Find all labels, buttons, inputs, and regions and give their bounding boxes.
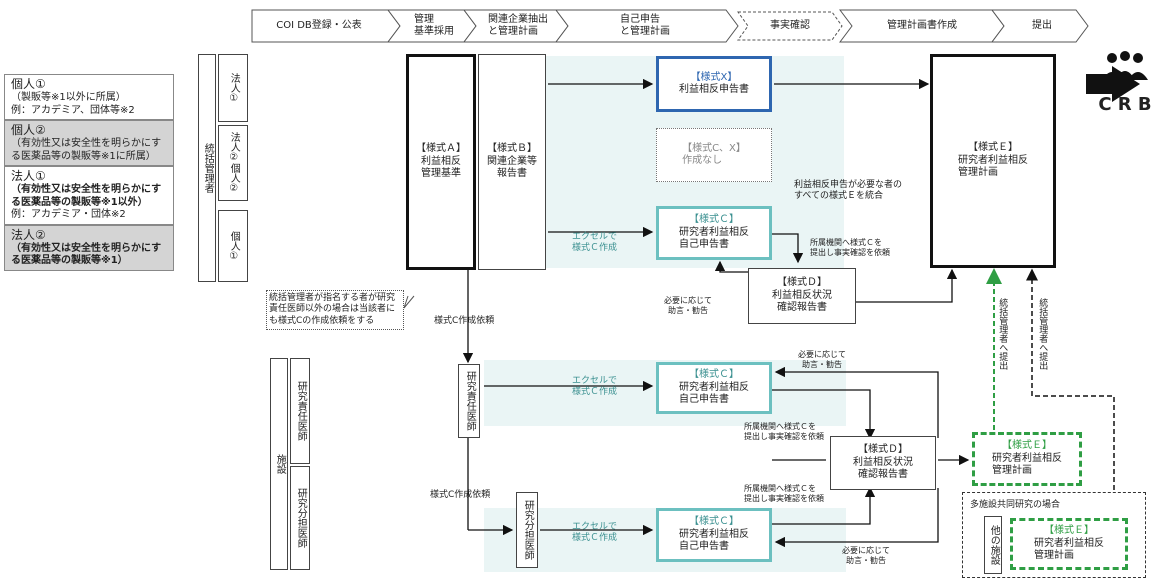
form-e-main: 【様式Ｅ】 研究者利益相反 管理計画	[930, 54, 1056, 268]
step-plan: 管理計画書作成	[887, 19, 957, 31]
tokatsu-label: 統括管理者	[198, 54, 216, 282]
form-d-top: 【様式Ｄ】 利益相反状況 確認報告書	[748, 268, 856, 324]
step-company: 関連企業抽出 と管理計画	[488, 13, 548, 38]
step-self-report: 自己申告 と管理計画	[620, 13, 670, 38]
callout-note: 統括管理者が指名する者が研究責任医師以外の場合は当該者にも様式Cの作成依頼をする	[266, 290, 404, 330]
form-a-body: 利益相反 管理基準	[421, 155, 461, 180]
to-manager-green: 統括管理者へ提出	[997, 298, 1008, 370]
step-standard: 管理 基準採用	[414, 13, 454, 38]
form-e-title: 【様式Ｅ】	[1002, 440, 1052, 452]
legend-title: 法人①	[11, 169, 46, 183]
kojin1-label: 個人①	[218, 210, 248, 282]
legend-body: （有効性又は安全性を明らかにする医薬品等の製販等※1）	[11, 242, 162, 267]
legend: 個人① （製販等※1以外に所属） 例：アカデミア、団体等※2 個人② （有効性又…	[4, 74, 174, 271]
form-e-title: 【様式Ｅ】	[968, 142, 1018, 154]
hojin1-label: 法人①	[218, 54, 248, 122]
legend-title: 個人①	[11, 77, 46, 91]
integrate-note: 利益相反申告が必要な者の すべての様式Ｅを統合	[794, 180, 903, 202]
form-x-box: 【様式X】 利益相反申告書	[656, 56, 772, 112]
form-e-body: 研究者利益相反 管理計画	[992, 452, 1062, 477]
form-c-bottom: 【様式Ｃ】 研究者利益相反 自己申告書	[656, 508, 772, 562]
sekinin-label: 研究責任医師	[290, 358, 310, 464]
step-coi-db: COI DB登録・公表	[276, 19, 362, 31]
form-e-body: 研究者利益相反 管理計画	[958, 154, 1028, 179]
crb-label: C R B	[1098, 94, 1152, 115]
form-d-body: 利益相反状況 確認報告書	[853, 456, 913, 481]
form-c-body: 研究者利益相反 自己申告書	[679, 381, 749, 406]
form-e-facility: 【様式Ｅ】 研究者利益相反 管理計画	[972, 432, 1082, 486]
submit-c-note-mid: 所属機関へ様式Ｃを 提出し事実確認を依頼	[744, 422, 824, 441]
hojin2-kojin2-label: 法人②個人②	[218, 125, 248, 201]
excel-note-top: エクセルで 様式Ｃ作成	[572, 232, 618, 254]
committee-icon	[1102, 51, 1148, 80]
excel-note-bottom: エクセルで 様式Ｃ作成	[572, 522, 618, 544]
request-note-bottom: 様式C作成依頼	[430, 490, 491, 500]
form-d-title: 【様式Ｄ】	[777, 277, 827, 289]
excel-note-mid: エクセルで 様式Ｃ作成	[572, 376, 618, 398]
form-d-body: 利益相反状況 確認報告書	[772, 289, 832, 314]
buntan-mid: 研究分担医師	[516, 492, 538, 568]
legend-body2: 例：アカデミア・団体※2	[11, 209, 126, 220]
submit-c-note-bottom: 所属機関へ様式Ｃを 提出し事実確認を依頼	[744, 484, 824, 503]
form-x-body: 利益相反申告書	[679, 84, 749, 95]
sekinin-mid: 研究責任医師	[458, 364, 480, 438]
multi-site-box	[962, 492, 1146, 578]
shisetsu-label: 施設	[270, 358, 288, 570]
legend-hojin2: 法人② （有効性又は安全性を明らかにする医薬品等の製販等※1）	[4, 224, 174, 271]
advice-note-top: 必要に応じて 助言・勧告	[664, 296, 712, 315]
step-submit: 提出	[1032, 19, 1052, 31]
legend-body: （有効性又は安全性を明らかにする医薬品等の製販等※1以外）	[11, 184, 162, 208]
form-c-mid: 【様式Ｃ】 研究者利益相反 自己申告書	[656, 362, 772, 414]
form-c-title: 【様式Ｃ】	[689, 214, 739, 226]
buntan-label: 研究分担医師	[290, 466, 310, 570]
to-manager-black: 統括管理者へ提出	[1037, 298, 1048, 370]
form-b-title: 【様式Ｂ】	[487, 143, 537, 155]
advice-note-bottom: 必要に応じて 助言・勧告	[842, 546, 890, 565]
form-a-title: 【様式Ａ】	[416, 143, 466, 155]
form-d-title: 【様式Ｄ】	[858, 444, 908, 456]
multi-site-note: 多施設共同研究の場合	[970, 500, 1061, 510]
form-d-mid: 【様式Ｄ】 利益相反状況 確認報告書	[830, 436, 936, 490]
legend-hojin1: 法人① （有効性又は安全性を明らかにする医薬品等の製販等※1以外） 例：アカデミ…	[4, 166, 174, 225]
form-e-other: 【様式Ｅ】 研究者利益相反 管理計画	[1010, 518, 1128, 570]
form-b-body: 関連企業等 報告書	[487, 155, 537, 180]
form-b-box: 【様式Ｂ】 関連企業等 報告書	[478, 54, 546, 270]
form-x-title: 【様式X】	[690, 71, 738, 83]
legend-title: 個人②	[11, 123, 46, 137]
legend-body: （製販等※1以外に所属） 例：アカデミア、団体等※2	[11, 92, 135, 116]
form-c-top: 【様式Ｃ】 研究者利益相反 自己申告書	[656, 206, 772, 260]
form-e-body: 研究者利益相反 管理計画	[1034, 537, 1104, 562]
legend-title: 法人②	[11, 227, 46, 242]
request-note-top: 様式C作成依頼	[434, 316, 495, 326]
legend-kojin1: 個人① （製販等※1以外に所属） 例：アカデミア、団体等※2	[4, 74, 174, 120]
form-c-title: 【様式Ｃ】	[689, 516, 739, 528]
form-cx-none: 【様式C、X】 作成なし	[656, 128, 772, 182]
process-arrow-bar	[251, 9, 1089, 43]
submit-c-note-top: 所属機関へ様式Ｃを 提出し事実確認を依頼	[810, 238, 890, 257]
form-e-title: 【様式Ｅ】	[1044, 525, 1094, 537]
advice-note-mid: 必要に応じて 助言・勧告	[798, 350, 846, 369]
form-c-title: 【様式Ｃ】	[689, 369, 739, 381]
legend-kojin2: 個人② （有効性又は安全性を明らかにする医薬品等の製販等※1に所属）	[4, 120, 174, 166]
form-c-body: 研究者利益相反 自己申告書	[679, 528, 749, 553]
step-fact-check: 事実確認	[770, 19, 810, 31]
legend-body: （有効性又は安全性を明らかにする医薬品等の製販等※1に所属）	[11, 138, 162, 162]
form-c-body: 研究者利益相反 自己申告書	[679, 226, 749, 251]
other-facility: 他の施設	[984, 516, 1002, 574]
form-a-box: 【様式Ａ】 利益相反 管理基準	[406, 54, 476, 270]
